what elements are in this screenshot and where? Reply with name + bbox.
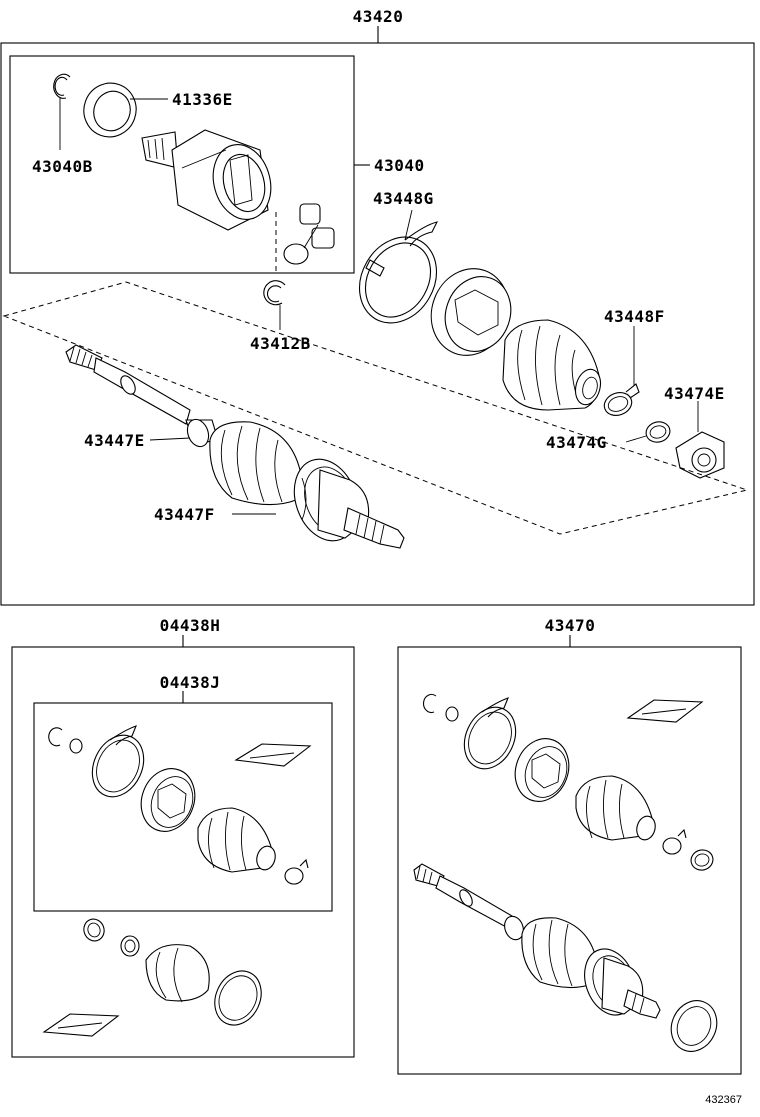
label-43470[interactable]: 43470 (545, 616, 596, 635)
outer-joint-assembly (209, 421, 405, 549)
label-04438j[interactable]: 04438J (160, 673, 221, 692)
kit-43470-parts (413, 693, 718, 1052)
label-43447f[interactable]: 43447F (154, 505, 215, 524)
boot-clamp-43448f (603, 326, 640, 416)
label-43448g[interactable]: 43448G (373, 189, 434, 208)
leader-43447e (149, 437, 191, 441)
kit-43470-frame (397, 635, 742, 1075)
boot-clamp-43448g (359, 209, 439, 324)
diagram-id: 432367 (705, 1094, 742, 1106)
label-43412b[interactable]: 43412B (250, 334, 311, 353)
shaft-region-outline (2, 281, 749, 535)
kit-04438h-frame (11, 635, 355, 1058)
drive-shaft (65, 344, 219, 448)
oil-seal-41336e (83, 82, 168, 138)
inboard-joint-box (9, 55, 370, 274)
label-43474e[interactable]: 43474E (664, 384, 725, 403)
tulip-housing (141, 129, 272, 231)
kit-04438h-parts (42, 918, 262, 1037)
damper-43474e (675, 401, 725, 479)
snap-ring-43412b (263, 280, 286, 330)
outer-boot (502, 319, 602, 411)
label-04438h[interactable]: 04438H (160, 616, 221, 635)
tripod-joint (275, 203, 335, 272)
label-41336e[interactable]: 41336E (172, 90, 233, 109)
label-43447e[interactable]: 43447E (84, 431, 145, 450)
label-43040[interactable]: 43040 (374, 156, 425, 175)
label-43474g[interactable]: 43474G (546, 433, 607, 452)
label-43040b[interactable]: 43040B (32, 157, 93, 176)
assembly-43420-frame (0, 26, 755, 606)
boot-band-inner (430, 268, 512, 356)
label-43448f[interactable]: 43448F (604, 307, 665, 326)
kit-04438j-parts (48, 725, 312, 885)
ring-43474g (625, 421, 671, 443)
label-43420[interactable]: 43420 (353, 7, 404, 26)
snap-ring-43040b (53, 73, 71, 150)
